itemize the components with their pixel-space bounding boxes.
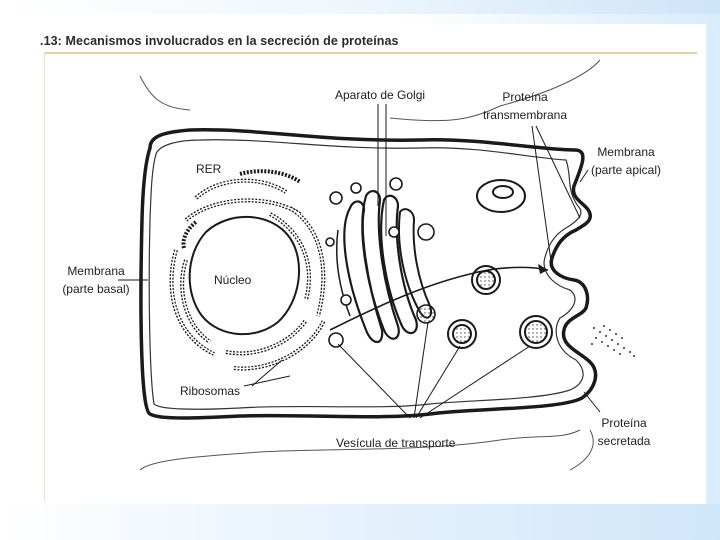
transport-vesicles [447,265,553,349]
label-nucleus: Núcleo [214,273,252,287]
golgi-vesicles [325,177,436,348]
trafficking-arrow [329,266,549,331]
cell-membrane-outer [139,128,598,420]
label-transmembrane-protein-line2: transmembrana [482,108,568,122]
label-golgi-apparatus: Aparato de Golgi [334,88,426,102]
secreted-protein-dots [591,325,635,357]
label-secreted-protein-line2: secretada [597,434,651,448]
organelle-top-right [476,179,526,213]
cell-membrane-inner [148,139,584,410]
neighbor-cell-lines [118,59,601,471]
label-transport-vesicle: Vesícula de transporte [336,436,456,450]
label-basal-membrane-line2: (parte basal) [62,282,130,296]
label-ribosomes: Ribosomas [180,384,241,398]
label-pointer-lines [118,104,601,419]
nucleus-envelope [188,215,301,335]
label-secreted-protein-line1: Proteína [601,416,647,430]
label-rer: RER [196,162,222,176]
slide-top-band [0,0,720,14]
figure-title: .13: Mecanismos involucrados en la secre… [40,34,399,48]
label-basal-membrane-line1: Membrana [67,264,125,278]
slide-bottom-band [0,504,720,540]
label-transmembrane-protein-line1: Proteína [502,90,548,104]
figure-frame [44,52,697,502]
label-apical-membrane-line2: (parte apical) [590,163,662,177]
label-apical-membrane-line1: Membrana [597,145,655,159]
